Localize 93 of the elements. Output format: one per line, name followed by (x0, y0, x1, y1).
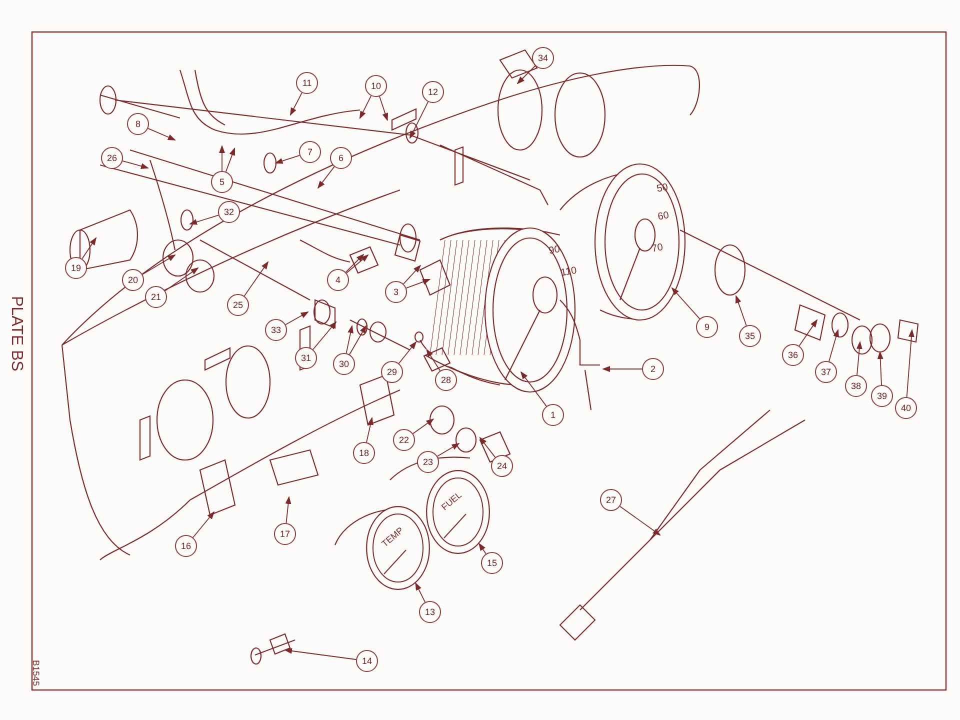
callout-number: 36 (782, 344, 804, 366)
gauge-scale-number: 50 (656, 182, 669, 195)
callout-number: 40 (895, 397, 917, 419)
callout-number: 34 (532, 47, 554, 69)
leader-line (317, 166, 335, 189)
callout-number: 38 (845, 375, 867, 397)
callout-number: 27 (600, 489, 622, 511)
leader-line (164, 267, 199, 292)
callout-number: 12 (422, 81, 444, 103)
leader-line (828, 329, 839, 362)
callout-number: 25 (227, 294, 249, 316)
leader-line (412, 418, 434, 434)
leader-line (219, 145, 225, 172)
leader-line (856, 341, 862, 376)
leader-line (602, 366, 642, 372)
callout-number: 9 (696, 316, 718, 338)
leader-line (225, 147, 236, 172)
leader-line (877, 351, 884, 386)
callout-number: 3 (385, 281, 407, 303)
leader-line (516, 65, 536, 84)
leader-line (436, 443, 460, 457)
leader-line (403, 264, 422, 284)
callout-number: 14 (356, 650, 378, 672)
callout-number: 35 (739, 325, 761, 347)
leader-line (798, 319, 818, 346)
callout-number: 15 (481, 552, 503, 574)
callout-number: 26 (101, 147, 123, 169)
leader-line (312, 321, 337, 350)
callout-number: 6 (330, 147, 352, 169)
callout-number: 21 (145, 286, 167, 308)
callout-number: 32 (218, 201, 240, 223)
drawing-number: B1545 (30, 660, 41, 686)
callout-number: 7 (299, 141, 321, 163)
callout-number: 11 (296, 72, 318, 94)
callout-number: 16 (175, 535, 197, 557)
leader-line (142, 254, 176, 275)
leader-line (478, 542, 486, 554)
plate-title: PLATE BS (7, 296, 26, 372)
leader-line (398, 341, 417, 364)
leader-line (366, 416, 374, 443)
leader-line (479, 436, 496, 458)
callout-number: 23 (417, 451, 439, 473)
callout-number: 2 (642, 358, 664, 380)
callout-number: 5 (211, 171, 233, 193)
leader-line (274, 154, 300, 164)
callout-number: 22 (393, 429, 415, 451)
gauge-dial (366, 506, 430, 590)
gauge-scale-number: 110 (560, 265, 578, 279)
leader-line (192, 511, 215, 538)
leader-line (285, 496, 292, 524)
leader-line (290, 92, 302, 116)
callout-number: 8 (127, 113, 149, 135)
leader-line (426, 348, 441, 372)
leader-line (379, 96, 388, 122)
callout-number: 10 (365, 75, 387, 97)
callout-number: 39 (871, 385, 893, 407)
leader-line (122, 160, 149, 169)
callout-number: 28 (435, 369, 457, 391)
leader-line (671, 287, 700, 320)
callout-number: 13 (419, 601, 441, 623)
leader-line (346, 254, 369, 274)
leader-line (736, 295, 747, 326)
leader-line (285, 312, 309, 326)
callout-number: 20 (122, 269, 144, 291)
gauge-scale-number: 70 (651, 242, 664, 255)
callout-number: 4 (327, 269, 349, 291)
callout-number: 1 (542, 404, 564, 426)
leader-line (82, 237, 97, 260)
leader-line (189, 214, 219, 225)
callout-number: 18 (353, 442, 375, 464)
gauge-dial (426, 470, 490, 554)
callout-number: 29 (381, 361, 403, 383)
leader-line (359, 95, 372, 120)
callout-number: 30 (333, 353, 355, 375)
callout-number: 19 (65, 257, 87, 279)
leader-line (906, 329, 914, 398)
leader-line (346, 325, 354, 354)
leader-line (410, 101, 429, 139)
leader-line (244, 261, 269, 296)
leader-line (406, 278, 431, 289)
leader-line (284, 648, 357, 660)
leader-line (345, 254, 364, 273)
leader-line (520, 371, 547, 407)
leader-line (148, 128, 176, 140)
callout-number: 37 (815, 361, 837, 383)
callout-number: 33 (265, 319, 287, 341)
leader-line (415, 582, 426, 603)
gauge-scale-number: 60 (657, 210, 670, 223)
callout-number: 24 (491, 455, 513, 477)
leader-line (349, 325, 366, 355)
leader-line (620, 506, 661, 536)
callout-number: 17 (274, 523, 296, 545)
callout-number: 31 (295, 347, 317, 369)
